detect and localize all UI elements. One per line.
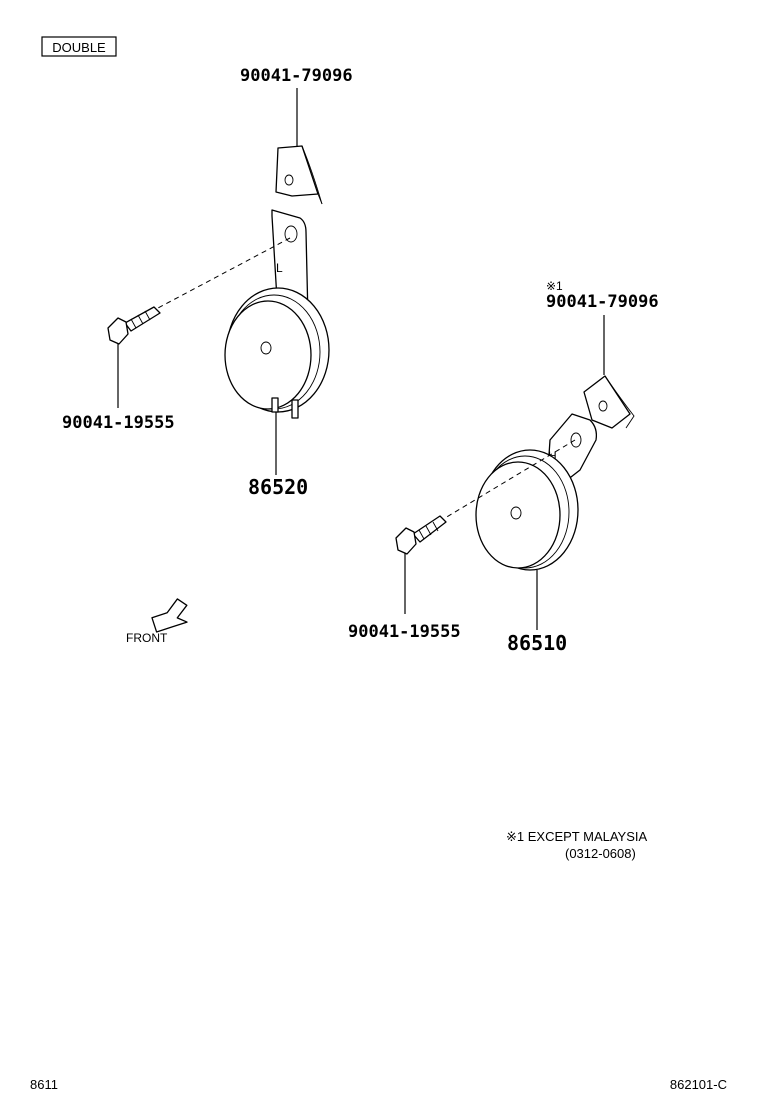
footer-left-code: 8611 — [30, 1077, 58, 1092]
left-alignment-line — [157, 237, 291, 309]
left-bolt — [107, 306, 161, 345]
right-horn-part-number: 86510 — [507, 631, 567, 655]
footnote-line-1: ※1 EXCEPT MALAYSIA — [506, 829, 648, 844]
right-bolt-part-number: 90041-19555 — [348, 622, 461, 642]
left-horn-body — [224, 287, 330, 419]
front-direction-indicator: FRONT — [126, 598, 188, 645]
right-nut-part-number: 90041-79096 — [546, 292, 659, 312]
variant-label-box: DOUBLE — [41, 36, 117, 57]
right-horn-body — [475, 449, 579, 571]
footnote-line-2: (0312-0608) — [565, 846, 636, 861]
left-clip-nut — [275, 145, 323, 205]
left-horn-assembly: 90041-79096 L — [62, 66, 353, 499]
left-side-mark: L — [276, 261, 283, 275]
left-bolt-part-number: 90041-19555 — [62, 413, 175, 433]
right-note-marker: ※1 — [546, 279, 563, 293]
left-nut-part-number: 90041-79096 — [240, 66, 353, 86]
right-bolt — [395, 515, 447, 555]
footer-right-code: 862101-C — [670, 1077, 727, 1092]
right-horn-assembly: ※1 90041-79096 H — [348, 279, 659, 655]
front-label: FRONT — [126, 631, 168, 645]
variant-label: DOUBLE — [52, 40, 106, 55]
right-clip-nut — [583, 375, 635, 429]
left-horn-part-number: 86520 — [248, 475, 308, 499]
right-alignment-line — [444, 439, 576, 519]
